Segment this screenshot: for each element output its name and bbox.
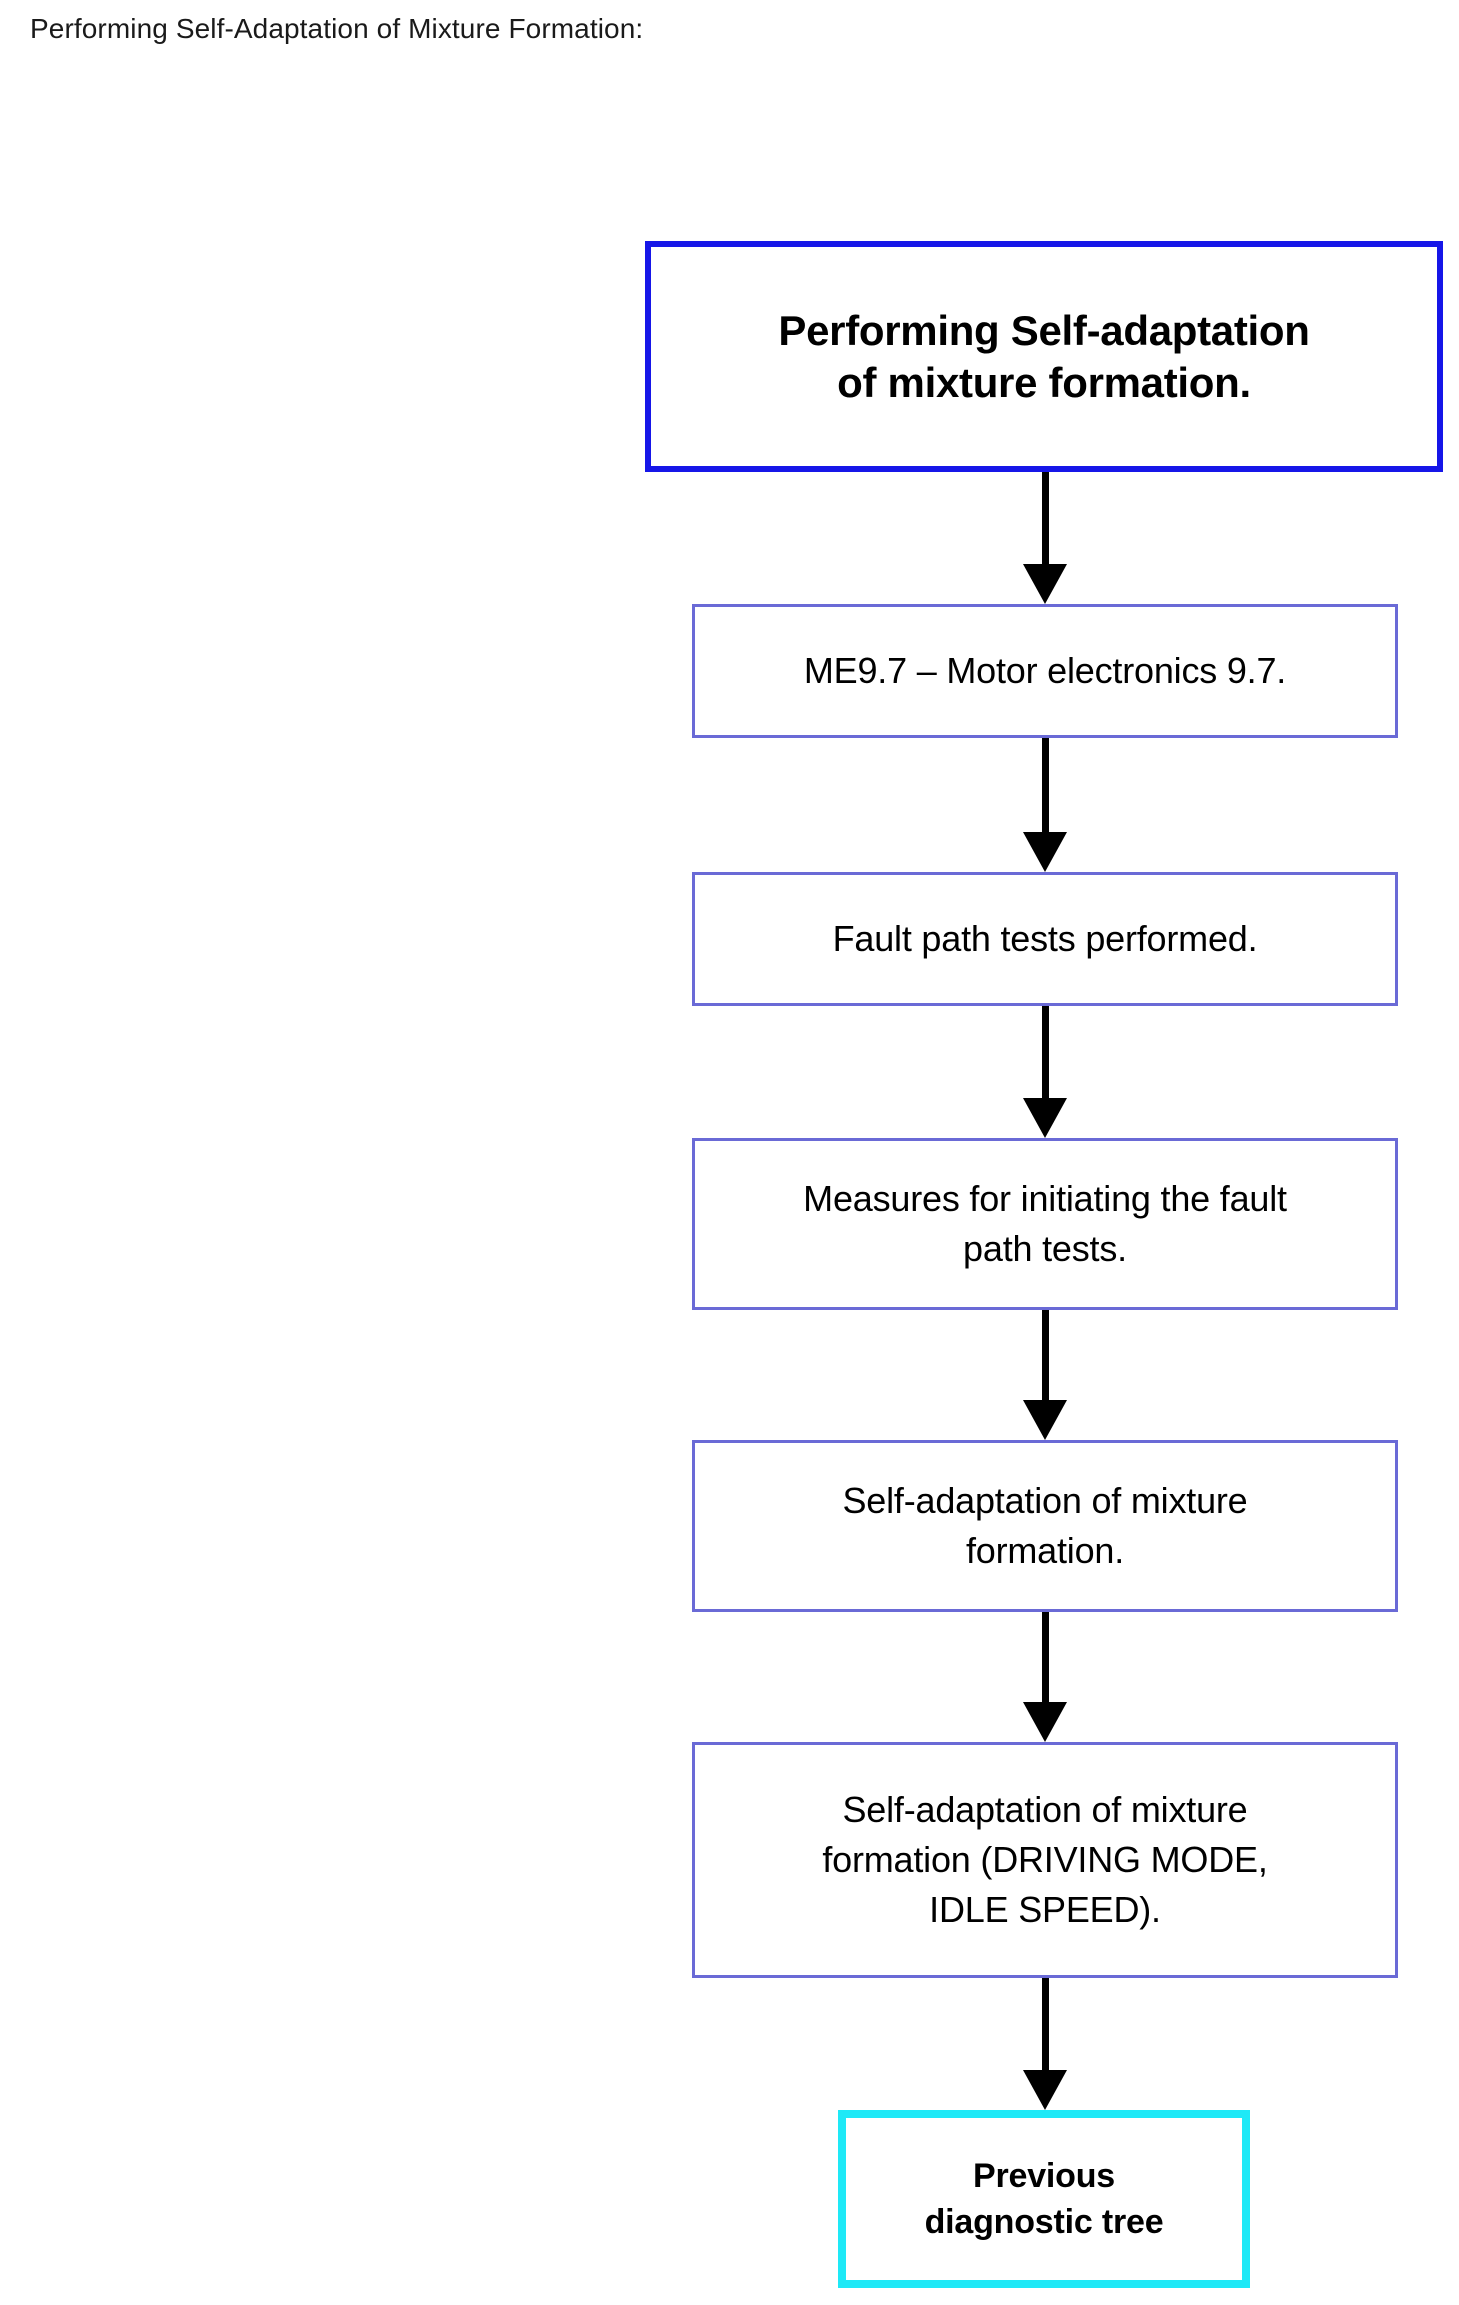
arrow-head-down-icon — [1023, 832, 1067, 872]
page-title: Performing Self-Adaptation of Mixture Fo… — [30, 13, 644, 44]
flow-node-self-adaptation[interactable]: Self-adaptation of mixture formation. — [692, 1440, 1398, 1612]
flow-node-start-label: Performing Self-adaptation of mixture fo… — [778, 306, 1310, 406]
arrow-self-adaptation-to-modes — [1023, 1612, 1067, 1742]
arrow-shaft — [1041, 738, 1049, 832]
flow-node-measures[interactable]: Measures for initiating the fault path t… — [692, 1138, 1398, 1310]
arrow-me97-to-fault-path-tests — [1023, 738, 1067, 872]
flow-node-measures-label: Measures for initiating the fault path t… — [803, 1178, 1287, 1269]
flow-node-previous-diagnostic-tree[interactable]: Previous diagnostic tree — [838, 2110, 1250, 2288]
arrow-head-down-icon — [1023, 2070, 1067, 2110]
flow-node-self-adaptation-modes[interactable]: Self-adaptation of mixture formation (DR… — [692, 1742, 1398, 1978]
arrow-shaft — [1041, 1612, 1049, 1702]
flow-node-me97-label: ME9.7 – Motor electronics 9.7. — [803, 650, 1287, 691]
arrow-shaft — [1041, 1310, 1049, 1400]
flow-node-self-adaptation-modes-label: Self-adaptation of mixture formation (DR… — [822, 1789, 1268, 1930]
flow-node-start[interactable]: Performing Self-adaptation of mixture fo… — [645, 241, 1443, 472]
flow-node-fault-path-tests-label: Fault path tests performed. — [832, 918, 1258, 959]
arrow-shaft — [1041, 472, 1049, 564]
arrow-head-down-icon — [1023, 1702, 1067, 1742]
arrow-head-down-icon — [1023, 1098, 1067, 1138]
flow-node-me97[interactable]: ME9.7 – Motor electronics 9.7. — [692, 604, 1398, 738]
arrow-head-down-icon — [1023, 564, 1067, 604]
flow-node-self-adaptation-label: Self-adaptation of mixture formation. — [842, 1480, 1248, 1571]
arrow-head-down-icon — [1023, 1400, 1067, 1440]
flow-node-previous-diagnostic-tree-label: Previous diagnostic tree — [924, 2157, 1164, 2241]
arrow-modes-to-previous-tree — [1023, 1978, 1067, 2110]
arrow-start-to-me97 — [1023, 472, 1067, 604]
arrow-shaft — [1041, 1006, 1049, 1098]
arrow-fault-path-tests-to-measures — [1023, 1006, 1067, 1138]
flow-node-fault-path-tests[interactable]: Fault path tests performed. — [692, 872, 1398, 1006]
arrow-measures-to-self-adaptation — [1023, 1310, 1067, 1440]
arrow-shaft — [1041, 1978, 1049, 2070]
